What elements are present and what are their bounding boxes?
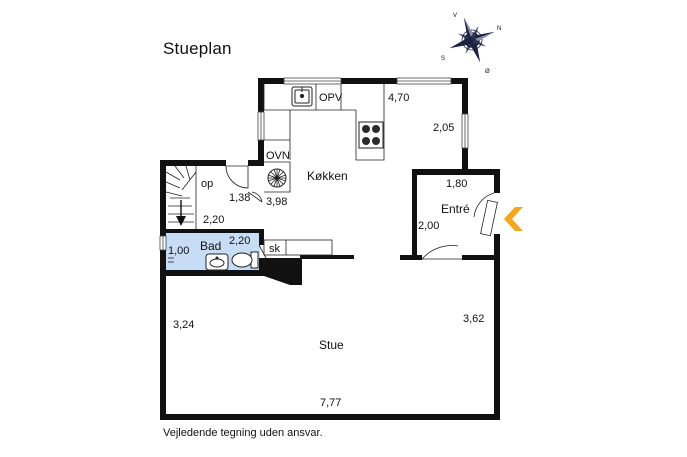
interior-lines — [165, 84, 498, 260]
dim-living-width: 7,77 — [320, 397, 341, 409]
entrance-arrow-icon — [504, 207, 523, 231]
disclaimer-text: Vejledende tegning uden ansvar. — [163, 427, 323, 439]
stove-icon — [358, 121, 384, 149]
dim-kitchen-width: 4,70 — [388, 92, 409, 104]
bath-label: Bad — [200, 239, 221, 253]
cabinet-label: sk — [269, 243, 281, 255]
dim-entry-width: 1,80 — [446, 178, 467, 190]
stairs-up-label: op — [201, 178, 213, 190]
stair-arrow-icon — [176, 200, 186, 226]
entry-label: Entré — [441, 202, 470, 216]
oven-fan-icon — [267, 168, 287, 188]
dim-bath-depth: 1,00 — [168, 245, 189, 257]
compass-east-letter: Ø — [485, 69, 490, 75]
dim-kitchen-lower: 3,98 — [266, 196, 287, 208]
dim-hall-width: 1,38 — [229, 192, 250, 204]
dim-living-left: 3,24 — [173, 319, 194, 331]
dim-kitchen-right: 2,05 — [433, 122, 454, 134]
compass-rose-icon — [449, 17, 495, 63]
dim-bath-width: 2,20 — [229, 235, 250, 247]
dim-living-right: 3,62 — [463, 313, 484, 325]
bath-sink-icon — [205, 253, 229, 271]
bath-drain-icon — [168, 257, 174, 263]
compass-south-letter: S — [441, 56, 445, 62]
windows — [159, 77, 469, 251]
plan-title: Stueplan — [163, 39, 232, 58]
toilet-icon — [231, 251, 259, 269]
dishwasher-label: OPV — [319, 92, 343, 104]
compass-west-letter: V — [453, 13, 457, 19]
walls — [160, 78, 500, 420]
compass-north-letter: N — [497, 26, 501, 32]
kitchen-label: Køkken — [307, 169, 348, 183]
oven-label: OVN — [266, 150, 290, 162]
kitchen-sink-icon — [291, 86, 313, 107]
living-room-label: Stue — [319, 338, 344, 352]
dim-stair-width: 2,20 — [203, 214, 224, 226]
dim-entry-depth: 2,00 — [418, 220, 439, 232]
